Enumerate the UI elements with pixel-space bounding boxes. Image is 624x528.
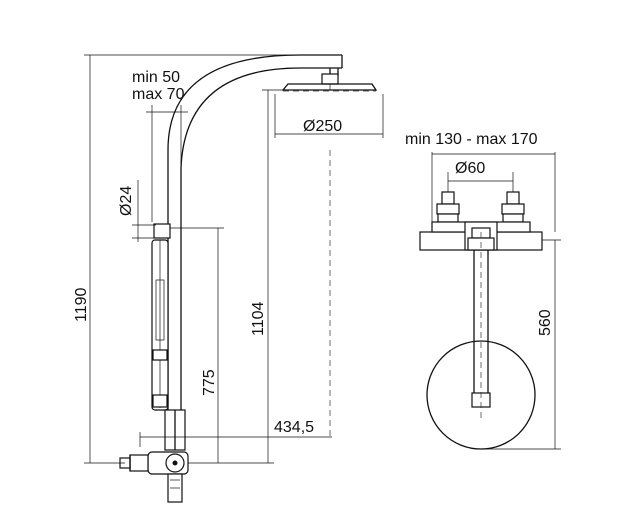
dim-connection-diameter: Ø60 [455,160,485,177]
dim-overall-height: 1190 [73,287,90,322]
shower-head [281,73,378,92]
dim-valve-height: 775 [201,369,218,396]
dim-wall-distance: 434,5 [274,419,314,436]
dim-max-70: max 70 [132,86,185,103]
dim-center-range: min 130 - max 170 [405,131,538,148]
dimension-lines-left [84,54,384,464]
hand-shower [151,223,171,411]
dim-upper-height: 1104 [250,301,267,336]
dim-head-diameter: Ø250 [303,118,342,135]
dim-bar-diameter: Ø24 [118,186,135,216]
dimension-lines-right [431,152,561,450]
dim-arm-height: 560 [537,309,554,336]
mixer-front-view [419,191,543,450]
mixer-valve [119,409,189,503]
shower-column [167,54,343,412]
dim-min-50: min 50 [132,69,180,86]
